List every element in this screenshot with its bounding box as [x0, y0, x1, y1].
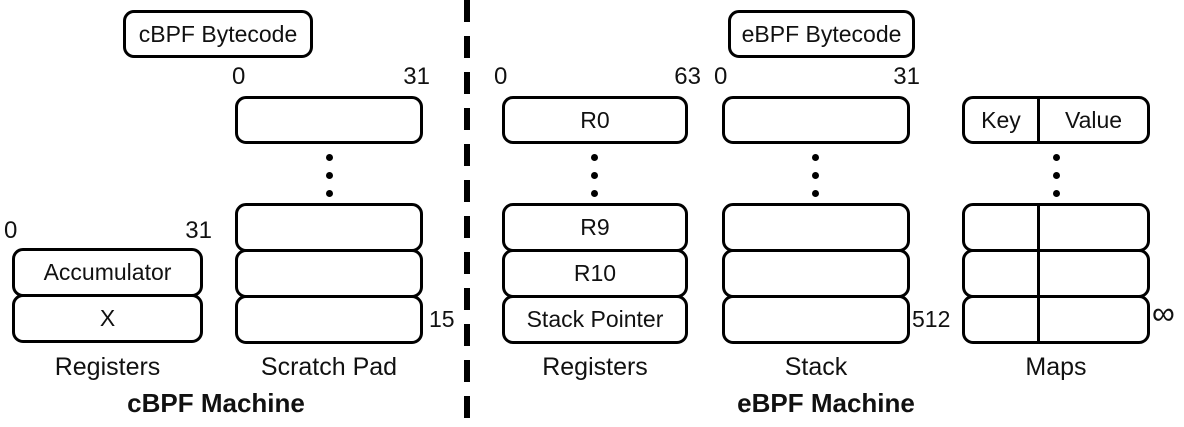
ebpf-machine-title: eBPF Machine [737, 388, 915, 418]
ebpf-stack-slot [722, 249, 910, 298]
ebpf-maps-row-stack [962, 203, 1150, 344]
ebpf-registers-label: Registers [542, 353, 648, 381]
cbpf-scratch-slot-stack [235, 203, 423, 344]
ebpf-stack-slot [722, 203, 910, 252]
machine-section-divider [464, 0, 470, 427]
ebpf-maps-key-label: Key [965, 99, 1040, 141]
cbpf-scratch-slot-first [235, 96, 423, 144]
ebpf-register-stack: R9 R10 Stack Pointer [502, 203, 688, 344]
cbpf-scratch-bit-end: 31 [403, 63, 430, 90]
ebpf-maps-ellipsis-dots [1053, 154, 1060, 197]
ebpf-stack-bit-end: 31 [893, 63, 920, 90]
ebpf-maps-value-cell [1040, 206, 1147, 249]
ebpf-stack-slot-stack [722, 203, 910, 344]
ebpf-maps-key-cell [965, 252, 1040, 295]
cbpf-registers-bit-range: 0 31 [4, 218, 212, 244]
cbpf-scratch-bit-start: 0 [232, 63, 246, 90]
ebpf-register-stack-pointer: Stack Pointer [502, 295, 688, 344]
ebpf-registers-bit-end: 63 [674, 63, 701, 90]
ebpf-registers-bit-range: 0 63 [494, 64, 701, 90]
ebpf-bytecode-box: eBPF Bytecode [728, 10, 915, 58]
ebpf-registers-ellipsis-dots [591, 154, 598, 197]
ebpf-stack-label: Stack [784, 353, 848, 381]
cbpf-bytecode-box: cBPF Bytecode [123, 10, 313, 58]
ebpf-maps-row [962, 295, 1150, 344]
ebpf-maps-value-cell [1040, 252, 1147, 295]
cbpf-register-x: X [12, 294, 203, 343]
ebpf-register-r9: R9 [502, 203, 688, 252]
cbpf-registers-bit-start: 0 [4, 217, 18, 244]
ebpf-stack-slot [722, 295, 910, 344]
cbpf-registers-bit-end: 31 [185, 217, 212, 244]
cbpf-scratch-ellipsis-dots [326, 154, 333, 197]
ebpf-stack-bit-range: 0 31 [714, 64, 920, 90]
cbpf-machine-title: cBPF Machine [127, 388, 305, 418]
ebpf-stack-ellipsis-dots [812, 154, 819, 197]
cbpf-register-accumulator: Accumulator [12, 248, 203, 297]
ebpf-bytecode-label: eBPF Bytecode [741, 20, 902, 47]
ebpf-stack-slot-first [722, 96, 910, 144]
ebpf-registers-bit-start: 0 [494, 63, 508, 90]
cbpf-scratch-slot [235, 249, 423, 298]
ebpf-stack-bit-start: 0 [714, 63, 728, 90]
ebpf-stack-size: 512 [912, 306, 951, 332]
ebpf-maps-key-cell [965, 206, 1040, 249]
cbpf-scratch-slot [235, 203, 423, 252]
ebpf-maps-value-cell [1040, 298, 1147, 341]
ebpf-maps-key-cell [965, 298, 1040, 341]
cbpf-scratch-slot [235, 295, 423, 344]
cbpf-registers-label: Registers [54, 353, 161, 381]
cbpf-scratch-bit-range: 0 31 [232, 64, 430, 90]
ebpf-maps-label: Maps [1025, 353, 1087, 381]
cbpf-register-stack: Accumulator X [12, 248, 203, 343]
ebpf-register-r0: R0 [502, 96, 688, 144]
cbpf-scratch-pad-label: Scratch Pad [260, 353, 398, 381]
cbpf-scratch-last-index: 15 [429, 306, 455, 332]
ebpf-maps-row [962, 249, 1150, 298]
ebpf-maps-header-box: Key Value [962, 96, 1150, 144]
ebpf-maps-value-label: Value [1064, 106, 1123, 133]
cbpf-bytecode-label: cBPF Bytecode [138, 20, 298, 47]
ebpf-register-r10: R10 [502, 249, 688, 298]
ebpf-maps-size-infinity: ∞ [1152, 295, 1175, 331]
ebpf-register-r0-label: R0 [580, 106, 610, 133]
ebpf-maps-row [962, 203, 1150, 252]
